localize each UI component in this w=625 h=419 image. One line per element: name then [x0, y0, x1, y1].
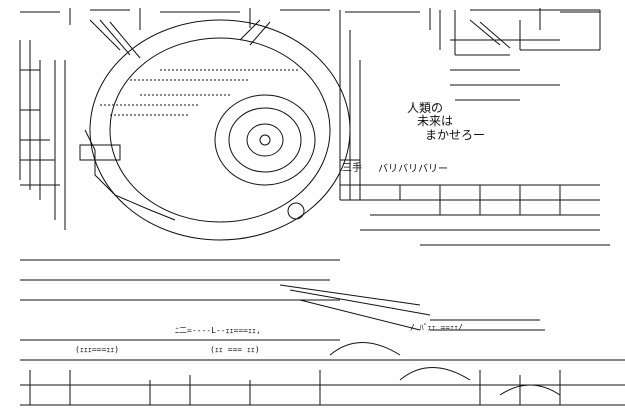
lower-frame-lines	[20, 259, 625, 406]
caption-line-3: まかせろー	[425, 128, 486, 142]
caption-line-2: 未来は	[417, 114, 454, 128]
lower-band-2: (ｪｪ === ｪｪ)	[210, 345, 260, 354]
eye-inner	[246, 123, 284, 157]
top-diagonal-lines	[89, 19, 511, 59]
middle-dividers	[399, 185, 561, 215]
lower-arches	[329, 342, 561, 396]
right-mid-lines	[450, 39, 560, 101]
top-frame-lines	[20, 8, 600, 30]
dotted-swirl-lines	[100, 69, 300, 116]
middle-strips	[340, 184, 610, 246]
caption-line-1: 人類の	[407, 101, 444, 115]
eye-pupil	[259, 134, 271, 146]
right-structure-lines	[339, 10, 361, 200]
eye-mid	[228, 107, 302, 173]
tube-lines	[279, 284, 545, 331]
small-circle	[287, 202, 305, 220]
lower-band-4: / ﾊﾞｪｪ ==ｪｪ/	[410, 323, 463, 332]
right-top-structure	[439, 9, 601, 55]
eye-outer	[214, 94, 316, 186]
big-circle-outline	[89, 19, 351, 241]
left-rungs	[20, 69, 60, 186]
big-circle-inner	[109, 37, 331, 223]
lower-verticals	[29, 370, 561, 405]
left-pillar-lines	[19, 40, 66, 230]
sfx-kanji: 三手	[342, 163, 362, 174]
left-face-shape	[79, 129, 176, 221]
lower-band-1: (ｪｪｪ===ｪｪ)	[75, 345, 120, 354]
lower-band-3: ﾆ二=----L--ｪｪ===ｪｪ,	[175, 326, 261, 335]
sfx-katakana: バリバリバリー	[378, 164, 448, 175]
